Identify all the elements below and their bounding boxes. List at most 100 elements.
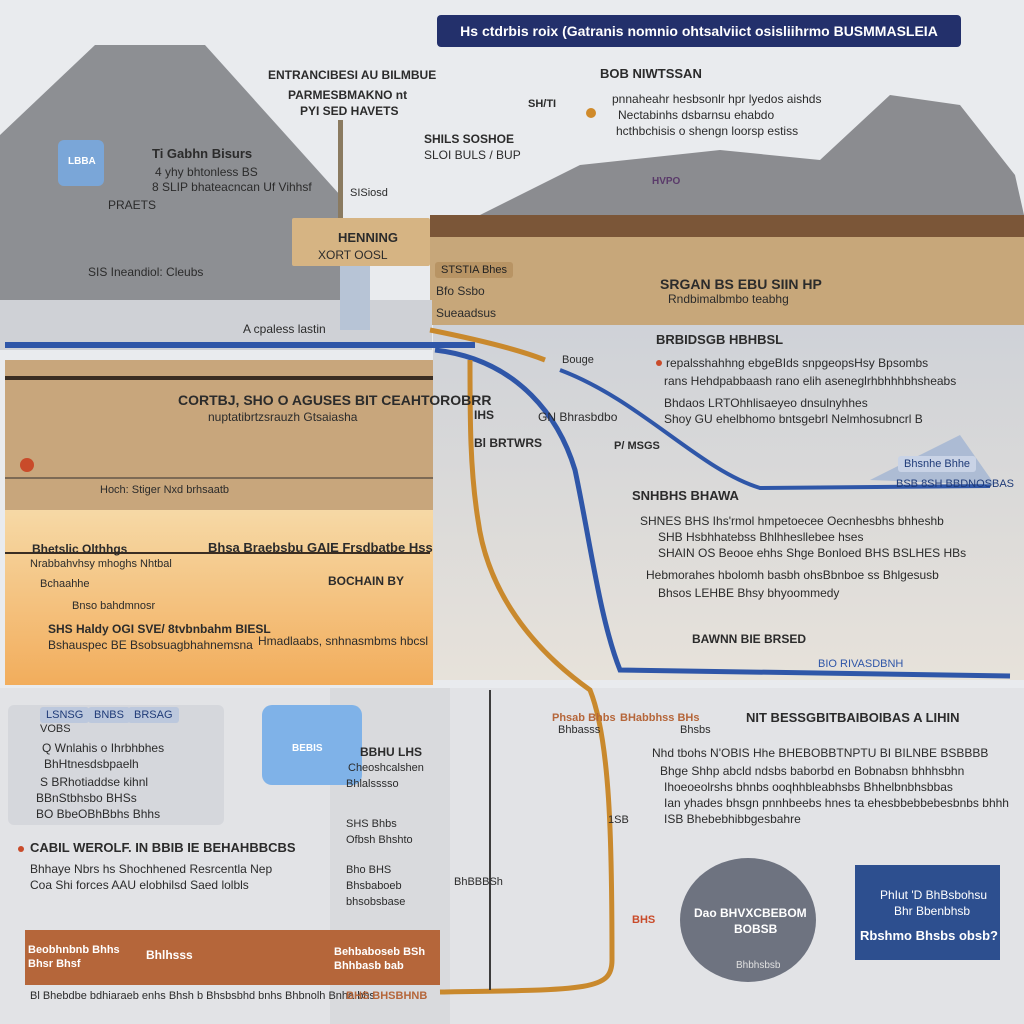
bullet-1: [656, 360, 662, 366]
callout-2: PARMESBMAKNO nt: [288, 88, 408, 102]
soil-crust: [430, 215, 1024, 237]
pipe-marker-2: 1SB: [608, 814, 629, 826]
pipe-tag-1: Bouge: [562, 354, 594, 366]
orange-line-5: Hmadlaabs, snhnasmbms hbcsl: [258, 634, 429, 648]
orange-line-3: SHS Haldy OGI SVE/ 8tvbnbahm BIESL: [48, 622, 271, 636]
strip-mid: Bhlhsss: [146, 948, 193, 962]
br-tag-1: Phsab Bhbs: [552, 712, 616, 724]
strata-brown: [5, 360, 433, 510]
outlet-sub: BSB 8SH BBDNOSBAS: [896, 478, 1014, 490]
card-line-3: S BRhotiaddse kihnl: [40, 775, 149, 789]
callout-3: PYI SED HAVETS: [300, 104, 399, 118]
section-line-2: rans Hehdpabbaash rano elih aseneglrhbhh…: [664, 374, 957, 388]
orange-line-2: Bnso bahdmnosr: [72, 600, 156, 612]
mid-label-2: Ofbsh Bhshto: [346, 834, 413, 846]
pipe-marker: BHS: [632, 914, 656, 926]
mid-label-3: Bho BHS: [346, 864, 392, 876]
mid-heading: CORTBJ, SHO O AGUSES BIT CEAHTOROBRR: [178, 392, 492, 408]
sediment-strip: [25, 930, 440, 985]
wellhead-label-2: XORT OOSL: [318, 248, 388, 262]
mid-label-4: Bhsbaboeb: [346, 880, 402, 892]
tag-2: Bfo Ssbo: [436, 284, 485, 298]
orange-left-2: Nrabbahvhsy mhoghs Nhtbal: [30, 558, 172, 570]
alert-title: CABIL WEROLF. IN BBIB IE BEHAHBBCBS: [30, 840, 296, 855]
blue-branch-pipe: [559, 368, 991, 491]
aquifer-box-line1: 4 yhy bhtonless BS: [155, 165, 258, 179]
sub-title: SNHBHS BHAWA: [632, 488, 739, 503]
note-2: SLOI BULS / BUP: [424, 148, 521, 162]
alert-line-2: Coa Shi forces AAU elobhilsd Saed lolbls: [30, 878, 249, 892]
tank-foot: Bhbhsbsb: [736, 960, 781, 971]
tank-sub: BOBSB: [734, 922, 778, 936]
orange-return-pipe: [429, 327, 615, 995]
aquifer-box-title: Ti Gabhn Bisurs: [152, 146, 253, 161]
br-line-3: Ihoeoeolrshs bhnbs ooqhhbleabhsbs Bhhelb…: [664, 780, 953, 794]
info-sign: [855, 865, 1000, 960]
br-line-1: Nhd tbohs N'OBIS Hhe BHEBOBBTNPTU BI BIL…: [652, 746, 989, 760]
card-line-5: BO BbeOBhBbhs Bhhs: [36, 807, 161, 821]
plant-label: HVPO: [652, 176, 681, 187]
blue-flow-pipe: [434, 347, 1011, 679]
strata-line: [5, 376, 433, 380]
well-shaft: [340, 255, 370, 330]
right-big-sub: Rndbimalbmbo teabhg: [668, 292, 789, 306]
badge-3: BRSAG: [128, 707, 179, 723]
section-line-3: Bhdaos LRTOhhlisaeyeo dnsulnyhhes: [664, 396, 868, 410]
glass-title: BBHU LHS: [360, 745, 422, 759]
outlet-tag: Bhsnhe Bhhe: [898, 456, 977, 472]
badge-2: BNBS: [88, 707, 130, 723]
sign-title: Rbshmo Bhsbs obsb?: [860, 928, 998, 943]
tag-3: Sueaadsus: [436, 306, 497, 320]
sign-line-1: PhIut 'D BhBsbohsu: [880, 888, 988, 902]
strata-label: SIS Ineandiol: Cleubs: [88, 265, 204, 279]
glass-sub-2: Bhlalsssso: [346, 778, 399, 790]
well-mast: [338, 120, 343, 230]
badge-sub: VOBS: [40, 723, 71, 735]
glass-sub-1: Cheoshcalshen: [348, 762, 424, 774]
horizontal-blue-pipe: [5, 342, 475, 348]
right-line-3: hcthbchisis o shengn loorsp estiss: [616, 124, 799, 138]
br-tag-3: BHabbhss BHs: [620, 712, 700, 724]
orange-title: Bhsa Braebsbu GAIE Frsdbatbe Hss: [208, 540, 433, 555]
wellhead-panel: HENNING XORT OOSL: [292, 218, 430, 266]
aquifer-box-line3: PRAETS: [108, 198, 157, 212]
tank-title: Dao BHVXCBEBOM: [694, 906, 807, 920]
right-big-title: SRGAN BS EBU SIIN HP: [660, 276, 822, 292]
strip-right-2: Bhhbasb bab: [334, 960, 404, 972]
baseline-right: BIO RIVASDBNH: [818, 658, 904, 670]
sign-line-2: Bhr Bbenbhsb: [894, 904, 971, 918]
note-1: SHILS SOSHOE: [424, 132, 515, 146]
storage-tank: [680, 858, 816, 982]
mid-label-6: BhBBBSh: [454, 876, 503, 888]
glass-label: BEBIS: [292, 743, 323, 754]
card-line-1: Q Wnlahis o Ihrbhbhes: [42, 741, 165, 755]
silicon-label: SISiosd: [350, 187, 388, 199]
small-label: SH/TI: [528, 98, 557, 110]
orange-left-1: Bhetslic Olthhgs: [32, 542, 128, 556]
badge-1: LSNSG: [40, 707, 90, 723]
aquifer-box-line2: 8 SLIP bhateacncan Uf Vihhsf: [152, 180, 312, 194]
wellhead-label-1: HENNING: [338, 230, 398, 245]
pipe-tag-3: Bl BRTWRS: [474, 436, 542, 450]
footer-note: Bl Bhebdbe bdhiaraeb enhs Bhsh b Bhsbsbh…: [30, 990, 375, 1002]
br-title: NIT BESSGBITBAIBOIBAS A LIHIN: [746, 710, 960, 725]
sub-line-5: Bhsos LEHBE Bhsy bhyoommedy: [658, 586, 840, 600]
orange-line-4: Bshauspec BE Bsobsuagbhahnemsna: [48, 638, 253, 652]
wells-tag: P/ MSGS: [614, 440, 660, 452]
footer-tag: BHS BHSBHNB: [346, 990, 428, 1002]
card-line-2: BhHtnesdsbpaelh: [44, 757, 139, 771]
baseline-label: BAWNN BIE BRSED: [692, 632, 807, 646]
section-title: BRBIDSGB HBHBSL: [656, 332, 784, 347]
sub-line-3: SHAIN OS Beooe ehhs Shge Bonloed BHS BSL…: [658, 546, 967, 560]
card-line-4: BBnStbhsbo BHSs: [36, 791, 137, 805]
alert-bullet: [18, 846, 24, 852]
br-line-2: Bhge Shhp abcld ndsbs baborbd en Bobnabs…: [660, 764, 965, 778]
gauge-icon: [20, 458, 34, 472]
callout-1: ENTRANCIBESI AU BILMBUE: [268, 68, 437, 82]
pale-zone-right: [433, 325, 1024, 680]
tag-strata: STSTIA Bhes: [435, 262, 514, 278]
strip-left-2: Bhsr Bhsf: [28, 958, 81, 970]
br-tag-4: Bhsbs: [680, 724, 711, 736]
pipe-tag-4: GN Bhrasbdbo: [538, 410, 618, 424]
sub-line-4: Hebmorahes hbolomh basbh ohsBbnboe ss Bh…: [646, 568, 939, 582]
